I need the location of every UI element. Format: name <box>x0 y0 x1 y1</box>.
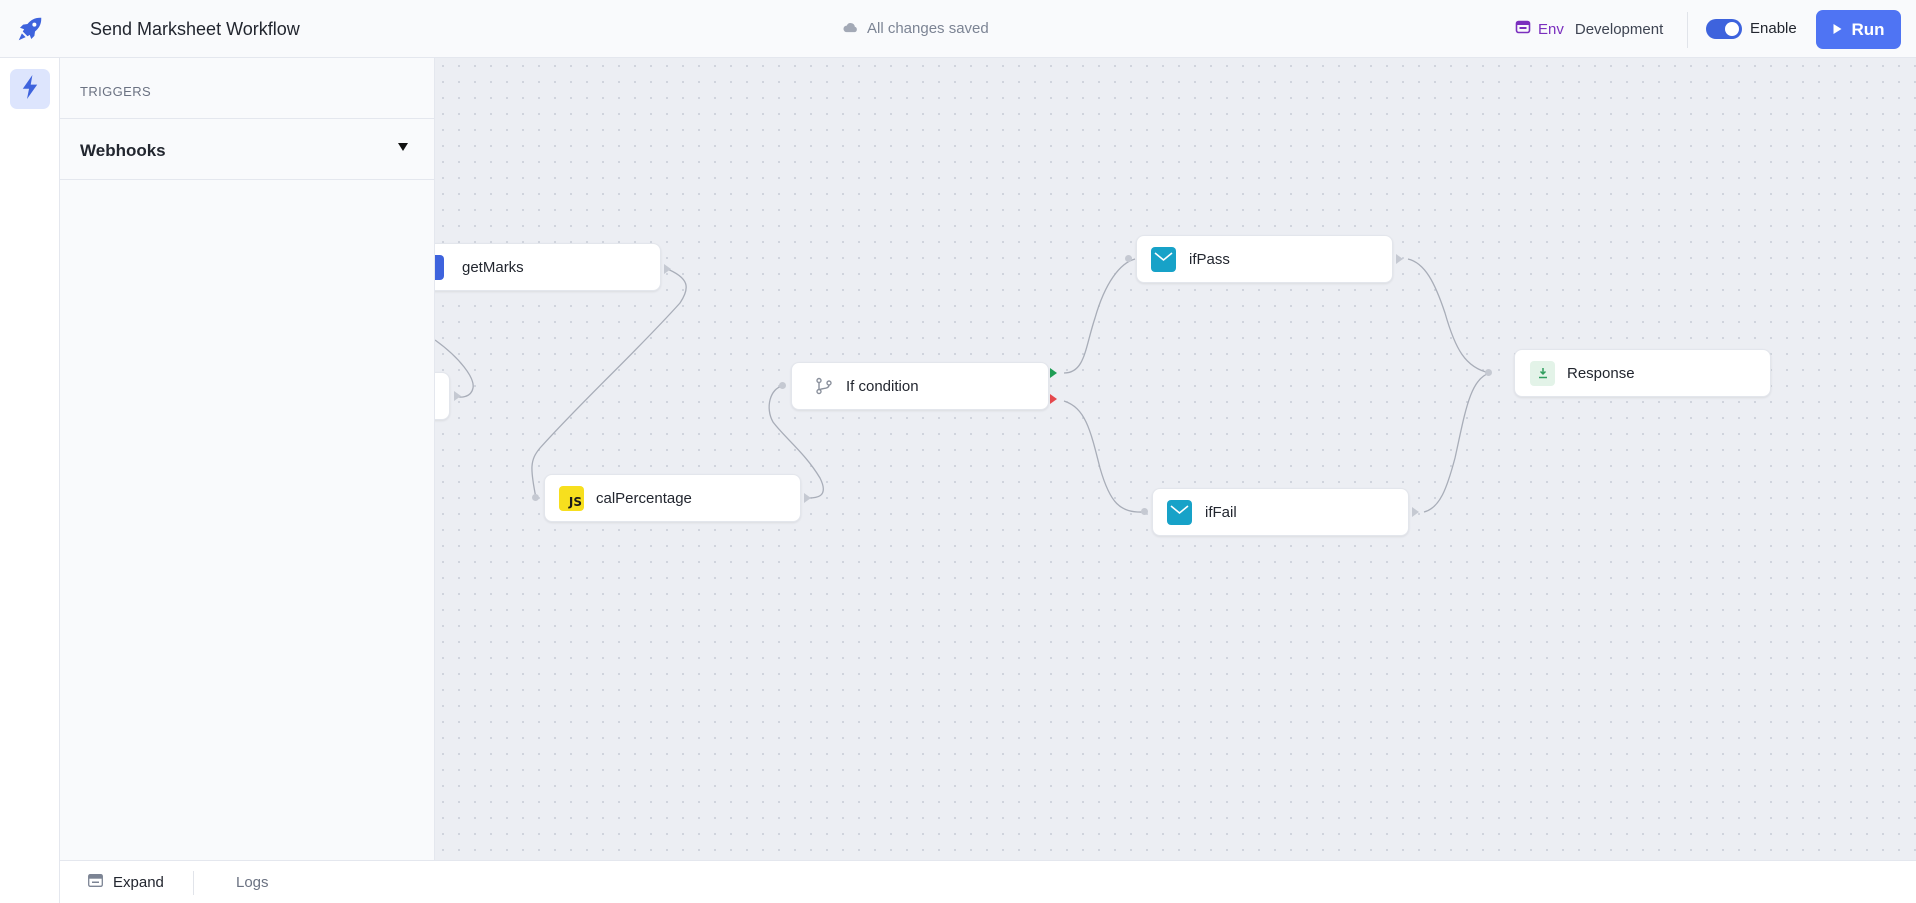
output-handle[interactable] <box>454 391 461 401</box>
output-handle[interactable] <box>1396 254 1403 264</box>
expand-label: Expand <box>113 874 164 891</box>
output-handle[interactable] <box>1412 507 1419 517</box>
top-bar: Send Marksheet Workflow All changes save… <box>0 0 1916 58</box>
input-handle[interactable] <box>1141 508 1148 515</box>
node-partial[interactable] <box>435 372 450 420</box>
env-value: Development <box>1574 20 1664 38</box>
edge-calPercentage-to-ifCondition <box>768 385 824 499</box>
environment-selector[interactable]: Env Development <box>1515 19 1663 39</box>
node-label: getMarks <box>462 258 524 276</box>
node-label: ifPass <box>1189 250 1230 268</box>
node-ifFail[interactable]: ifFail <box>1152 488 1409 536</box>
edge-ifCondition-to-ifPass <box>1063 258 1136 374</box>
false-output-handle[interactable] <box>1050 394 1057 404</box>
output-handle[interactable] <box>664 264 671 274</box>
panel-expand-icon <box>88 874 103 891</box>
edges-layer <box>435 258 1491 513</box>
node-label: If condition <box>846 377 919 395</box>
node-label: Response <box>1567 364 1635 382</box>
mail-icon <box>1151 246 1176 272</box>
save-status-text: All changes saved <box>867 20 989 37</box>
save-status: All changes saved <box>843 20 989 37</box>
divider <box>193 871 194 895</box>
node-ifPass[interactable]: ifPass <box>1136 235 1393 283</box>
run-button-label: Run <box>1851 19 1885 39</box>
env-label: Env <box>1538 20 1564 38</box>
node-calPercentage[interactable]: JS calPercentage <box>544 474 801 522</box>
bottom-bar: Expand Logs <box>60 860 1916 903</box>
input-handle[interactable] <box>779 382 786 389</box>
webhooks-section[interactable]: Webhooks <box>60 119 435 179</box>
node-getMarks[interactable]: getMarks <box>435 243 661 291</box>
rocket-logo-icon[interactable] <box>15 14 45 44</box>
triggers-panel: TRIGGERS Webhooks <box>60 58 435 860</box>
edge-ifPass-to-response <box>1407 258 1491 374</box>
lightning-icon <box>21 74 39 104</box>
input-handle[interactable] <box>1125 255 1132 262</box>
play-icon <box>1832 20 1843 40</box>
workflow-title[interactable]: Send Marksheet Workflow <box>90 19 300 39</box>
expand-button[interactable]: Expand <box>88 874 164 891</box>
input-handle[interactable] <box>532 494 539 501</box>
enable-label: Enable <box>1750 20 1797 37</box>
left-rail <box>0 58 60 903</box>
node-label: calPercentage <box>596 489 692 507</box>
branch-icon <box>811 374 836 399</box>
divider <box>60 118 435 119</box>
edge-ifFail-to-response <box>1423 372 1491 513</box>
javascript-icon: JS <box>559 485 584 511</box>
panel-heading: TRIGGERS <box>80 84 152 99</box>
caret-down-icon[interactable] <box>398 143 408 151</box>
true-output-handle[interactable] <box>1050 368 1057 378</box>
edge-ifCondition-to-ifFail <box>1063 400 1145 513</box>
cloud-icon <box>843 20 858 37</box>
database-icon <box>435 254 444 280</box>
enable-toggle[interactable] <box>1706 19 1742 39</box>
divider <box>60 179 435 180</box>
mail-icon <box>1167 499 1192 525</box>
input-handle[interactable] <box>1485 369 1492 376</box>
node-label: ifFail <box>1205 503 1237 521</box>
response-icon <box>1530 360 1555 386</box>
edge-getMarks-to-calPercentage <box>531 267 687 499</box>
edge-partial-to-getMarks <box>435 339 474 398</box>
node-response[interactable]: Response <box>1514 349 1771 397</box>
logs-tab[interactable]: Logs <box>236 874 269 891</box>
divider <box>1687 12 1688 48</box>
webhooks-label: Webhooks <box>80 141 166 160</box>
run-button[interactable]: Run <box>1816 10 1901 49</box>
sidebar-item-triggers[interactable] <box>10 69 50 109</box>
workflow-canvas[interactable]: getMarks JS calPercentage If condition i… <box>435 58 1916 860</box>
environment-icon <box>1515 19 1531 39</box>
node-ifCondition[interactable]: If condition <box>791 362 1049 410</box>
output-handle[interactable] <box>804 493 811 503</box>
